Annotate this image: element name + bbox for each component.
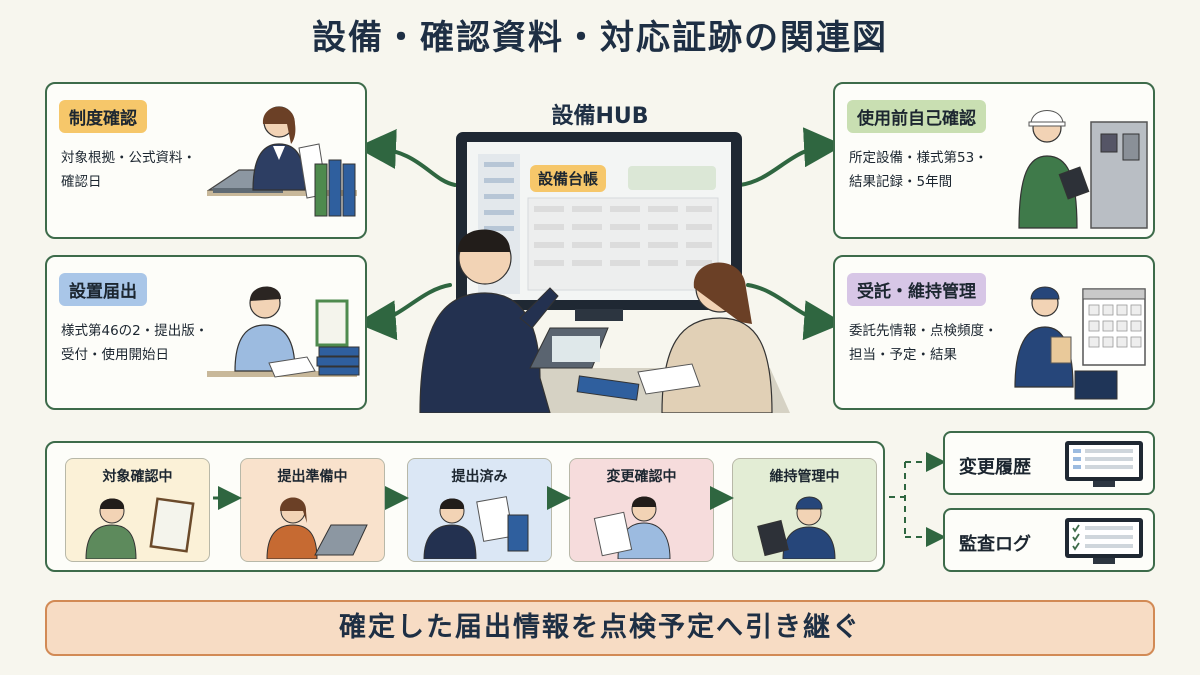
step-label: 提出準備中 bbox=[277, 469, 348, 485]
flow-arrows bbox=[213, 486, 734, 510]
maintenance-tablet-illustration bbox=[757, 496, 836, 559]
step-label: 対象確認中 bbox=[102, 469, 173, 485]
tag-secchi: 設置届出 bbox=[59, 273, 147, 306]
desc-shiyou-1: 所定設備・様式第53・ bbox=[849, 150, 988, 166]
page-title: 設備・確認資料・対応証跡の関連図 bbox=[312, 18, 888, 58]
hub-scene-illustration bbox=[419, 132, 790, 413]
audit-log-box[interactable]: 監査ログ bbox=[943, 508, 1155, 572]
history-monitor-icon bbox=[1065, 441, 1143, 487]
audit-monitor-icon bbox=[1065, 518, 1143, 564]
step-taishou: 対象確認中 bbox=[65, 458, 210, 562]
step-teishutsu-zumi: 提出済み bbox=[407, 458, 552, 562]
desc-secchi-1: 様式第46の2・提出版・ bbox=[61, 323, 209, 339]
desc-seido-2: 確認日 bbox=[61, 174, 102, 190]
desc-jutaku-2: 担当・予定・結果 bbox=[849, 347, 957, 363]
office-worker-illustration bbox=[207, 106, 357, 217]
history-box[interactable]: 変更履歴 bbox=[943, 431, 1155, 495]
hub-label: 設備HUB bbox=[551, 104, 649, 129]
writing-worker-illustration bbox=[207, 286, 360, 378]
tag-jutaku: 受託・維持管理 bbox=[847, 273, 986, 306]
step-label: 維持管理中 bbox=[769, 469, 840, 485]
thinking-person-illustration bbox=[85, 497, 195, 559]
status-flow: 対象確認中 提出準備中 提出済み 変更確認中 bbox=[45, 441, 885, 572]
step-teishutsu-junbi: 提出準備中 bbox=[240, 458, 385, 562]
desc-seido-1: 対象根拠・公式資料・ bbox=[61, 150, 196, 166]
reviewing-person-illustration bbox=[593, 496, 671, 559]
audit-log-label: 監査ログ bbox=[959, 534, 1031, 555]
screen-tag-ledger: 設備台帳 bbox=[530, 165, 607, 192]
desc-jutaku-1: 委託先情報・点検頻度・ bbox=[849, 323, 998, 339]
desc-secchi-2: 受付・使用開始日 bbox=[61, 347, 169, 363]
card-jutaku: 受託・維持管理 委託先情報・点検頻度・ 担当・予定・結果 bbox=[833, 255, 1155, 410]
handover-banner: 確定した届出情報を点検予定へ引き継ぐ bbox=[45, 600, 1155, 656]
step-henkou-kakunin: 変更確認中 bbox=[569, 458, 714, 562]
inspector-illustration bbox=[1018, 110, 1148, 229]
card-seido: 制度確認 対象根拠・公式資料・ 確認日 bbox=[45, 82, 367, 239]
history-label: 変更履歴 bbox=[959, 457, 1031, 478]
submitting-person-illustration bbox=[423, 496, 529, 559]
desc-shiyou-2: 結果記録・5年間 bbox=[849, 174, 953, 190]
card-secchi: 設置届出 様式第46の2・提出版・ 受付・使用開始日 bbox=[45, 255, 367, 410]
step-label: 提出済み bbox=[451, 469, 508, 485]
step-label: 変更確認中 bbox=[606, 469, 677, 485]
tag-shiyou: 使用前自己確認 bbox=[847, 100, 986, 133]
laptop-worker-illustration bbox=[266, 497, 368, 559]
tag-seido: 制度確認 bbox=[59, 100, 147, 133]
maintenance-worker-illustration bbox=[1014, 286, 1146, 400]
card-shiyou: 使用前自己確認 所定設備・様式第53・ 結果記録・5年間 bbox=[833, 82, 1155, 239]
step-iji-kanri: 維持管理中 bbox=[732, 458, 877, 562]
